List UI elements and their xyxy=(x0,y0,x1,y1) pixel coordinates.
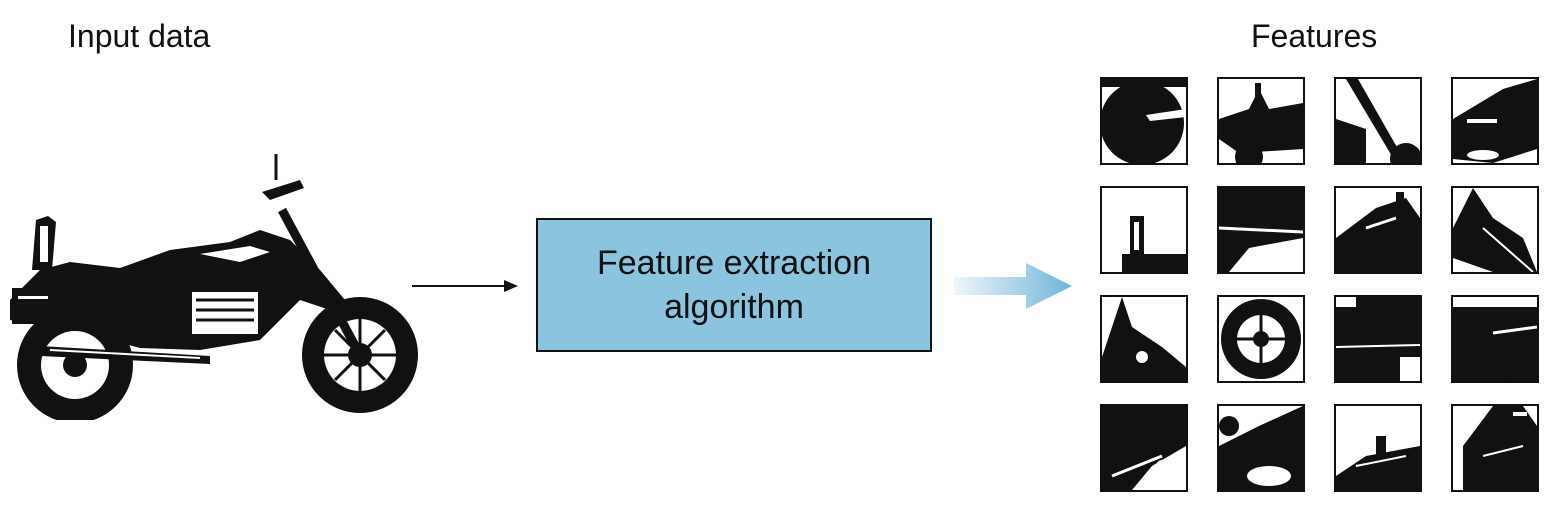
feature-crop-image xyxy=(1453,188,1537,272)
feature-tile xyxy=(1100,77,1188,165)
feature-crop-image xyxy=(1122,216,1186,272)
features-grid xyxy=(1100,77,1540,493)
feature-tile xyxy=(1451,77,1539,165)
feature-crop-image xyxy=(1102,297,1186,381)
feature-extraction-label: Feature extraction algorithm xyxy=(596,244,872,326)
feature-crop-image xyxy=(1221,299,1301,379)
feature-tile xyxy=(1451,404,1539,492)
feature-tile xyxy=(1217,186,1305,274)
feature-tile xyxy=(1100,295,1188,383)
feature-tile xyxy=(1334,77,1422,165)
feature-tile xyxy=(1334,295,1422,383)
features-title: Features xyxy=(1251,18,1378,54)
feature-crop-image xyxy=(1102,79,1186,163)
feature-crop-image xyxy=(1336,192,1420,272)
input-arrow xyxy=(412,280,518,292)
motorcycle-image xyxy=(10,154,418,420)
feature-tile xyxy=(1334,404,1422,492)
feature-crop-image xyxy=(1336,297,1420,381)
feature-crop-image xyxy=(1219,83,1303,163)
feature-tile xyxy=(1334,186,1422,274)
feature-crop-image xyxy=(1102,406,1186,490)
input-data-title: Input data xyxy=(68,18,211,54)
feature-tile xyxy=(1217,404,1305,492)
feature-extraction-box: Feature extraction algorithm xyxy=(536,218,932,352)
feature-crop-image xyxy=(1219,188,1303,272)
feature-tile xyxy=(1100,404,1188,492)
feature-tile xyxy=(1451,295,1539,383)
feature-tile xyxy=(1217,77,1305,165)
feature-crop-image xyxy=(1463,406,1537,490)
feature-tile xyxy=(1217,295,1305,383)
feature-crop-image xyxy=(1336,436,1420,490)
feature-crop-image xyxy=(1453,79,1537,163)
feature-crop-image xyxy=(1336,79,1420,163)
feature-tile xyxy=(1100,186,1188,274)
feature-crop-image xyxy=(1453,307,1537,381)
feature-crop-image xyxy=(1219,406,1303,490)
output-arrow xyxy=(954,263,1072,309)
feature-tile xyxy=(1451,186,1539,274)
